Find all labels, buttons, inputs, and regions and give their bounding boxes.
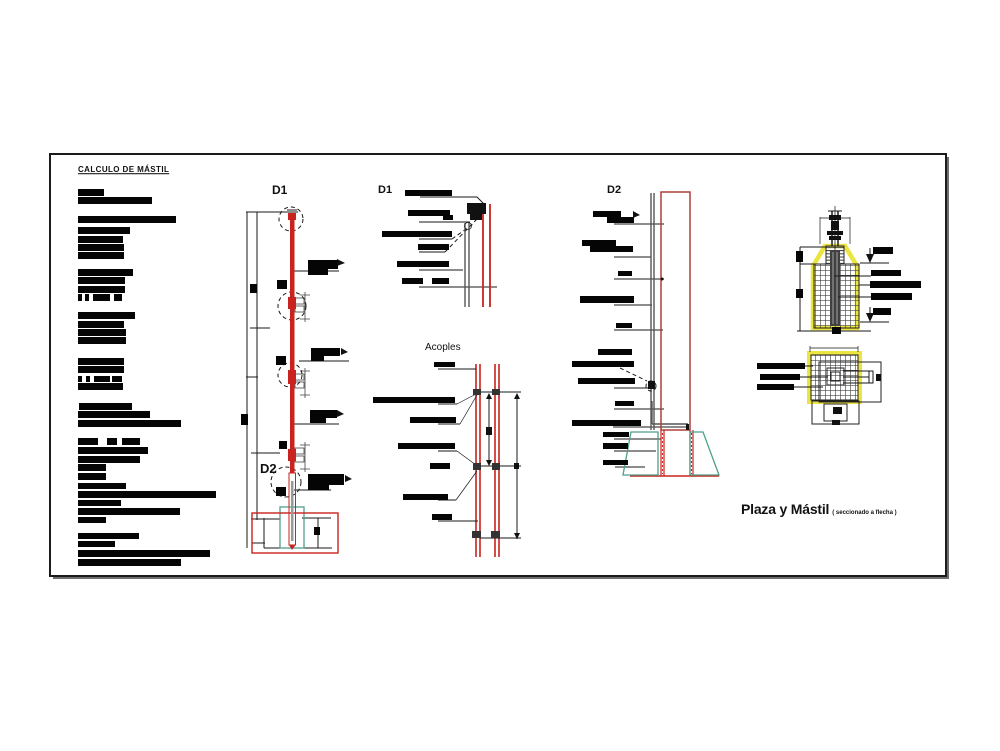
sheet-title: Plaza y Mástil( seccionado a flecha ) — [741, 501, 897, 519]
level-marker-icon — [866, 254, 874, 263]
coupling-joints — [472, 389, 500, 538]
anchor-section-detail — [797, 206, 889, 332]
mast-pole — [290, 213, 295, 473]
footing-trapezoids — [622, 431, 720, 476]
elevation-callout-d1: D1 — [272, 183, 288, 197]
anchor-bolt — [827, 215, 843, 240]
detail-d2 — [613, 191, 720, 477]
detail-d1 — [419, 196, 497, 307]
detail-circle-d2 — [270, 466, 302, 498]
mast-elevation — [246, 206, 352, 554]
detail-acoples — [438, 364, 521, 557]
acoples-title: Acoples — [425, 342, 461, 353]
anchor-core — [830, 250, 840, 326]
mast-section-outline — [660, 191, 691, 431]
calc-section-title: CALCULO DE MÁSTIL — [78, 164, 170, 175]
detail-circle-d1 — [278, 206, 304, 232]
detail-d2-title: D2 — [607, 184, 622, 196]
sheet-subtitle-text: ( seccionado a flecha ) — [832, 510, 897, 516]
anchor-plan-detail — [794, 346, 882, 425]
detail-d1-title: D1 — [378, 184, 393, 196]
elevation-callout-d2: D2 — [260, 461, 277, 476]
mast-cap — [467, 203, 486, 214]
sheet-title-text: Plaza y Mástil — [741, 501, 830, 517]
level-marker-icon — [866, 313, 874, 322]
